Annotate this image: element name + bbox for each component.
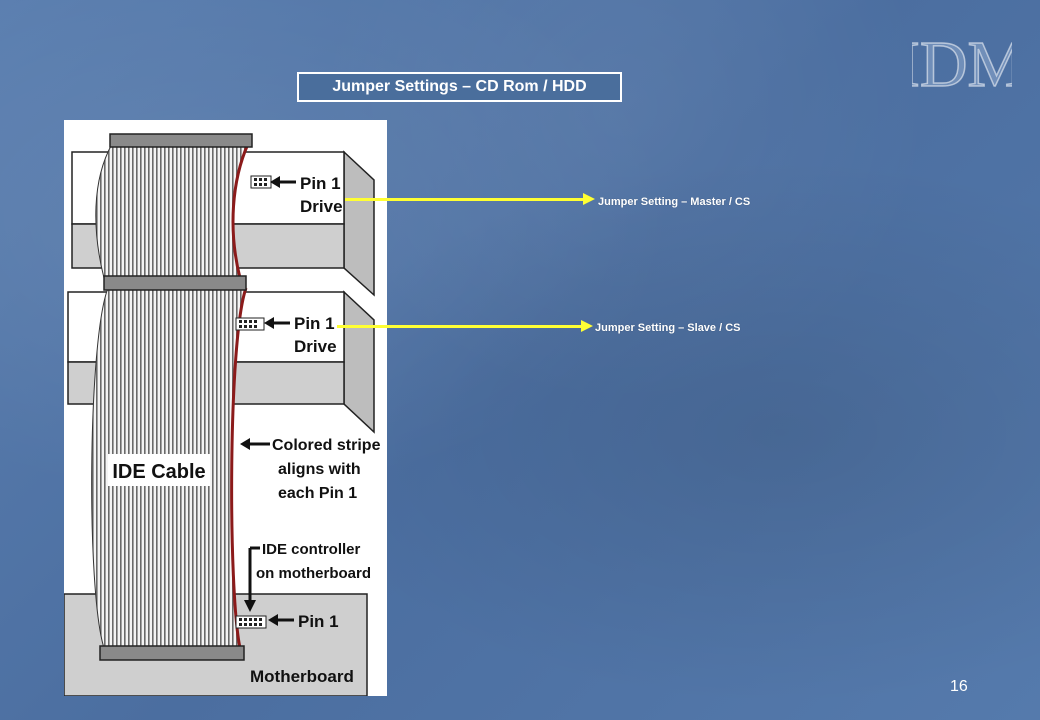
label-controller-2: on motherboard [256, 565, 371, 582]
logo-text: IDM [912, 28, 1012, 98]
label-drive-slave: Drive [294, 337, 337, 356]
idm-logo: IDM [897, 27, 1027, 102]
slide-title: Jumper Settings – CD Rom / HDD [297, 72, 622, 102]
callout-line-slave [337, 325, 583, 328]
callout-line-master [345, 198, 585, 201]
arrow-pin1-slave [264, 317, 274, 329]
arrow-controller [244, 600, 256, 612]
label-stripe-2: aligns with [278, 461, 361, 478]
connector-drive-master [109, 133, 253, 148]
label-pin1-slave: Pin 1 [294, 314, 335, 333]
jumper-block-slave [235, 317, 265, 331]
arrow-pin1-master [270, 176, 280, 188]
jumper-block-motherboard [235, 615, 267, 629]
callout-label-master: Jumper Setting – Master / CS [598, 196, 751, 208]
label-controller-1: IDE controller [262, 541, 361, 558]
arrow-stripe [240, 438, 250, 450]
connector-motherboard [99, 645, 245, 661]
callout-arrowhead-slave [581, 320, 593, 332]
ide-cable-label-box [108, 454, 210, 486]
jumper-block-master [250, 175, 272, 189]
ide-cable-label: IDE Cable [112, 461, 205, 483]
label-stripe-3: each Pin 1 [278, 485, 357, 502]
ide-cable-diagram: Pin 1 Drive Pin 1 Drive Colored stripe a… [64, 120, 387, 696]
label-stripe-1: Colored stripe [272, 437, 381, 454]
page-number: 16 [950, 678, 968, 695]
label-motherboard: Motherboard [250, 667, 354, 686]
label-pin1-motherboard: Pin 1 [298, 612, 339, 631]
callout-arrowhead-master [583, 193, 595, 205]
callout-label-slave: Jumper Setting – Slave / CS [595, 322, 741, 334]
ribbon-segment-top [95, 143, 249, 279]
label-drive-master: Drive [300, 197, 343, 216]
connector-drive-slave [103, 275, 247, 291]
colored-stripe-top [231, 143, 250, 279]
label-pin1-master: Pin 1 [300, 174, 341, 193]
arrow-pin1-motherboard [268, 614, 278, 626]
